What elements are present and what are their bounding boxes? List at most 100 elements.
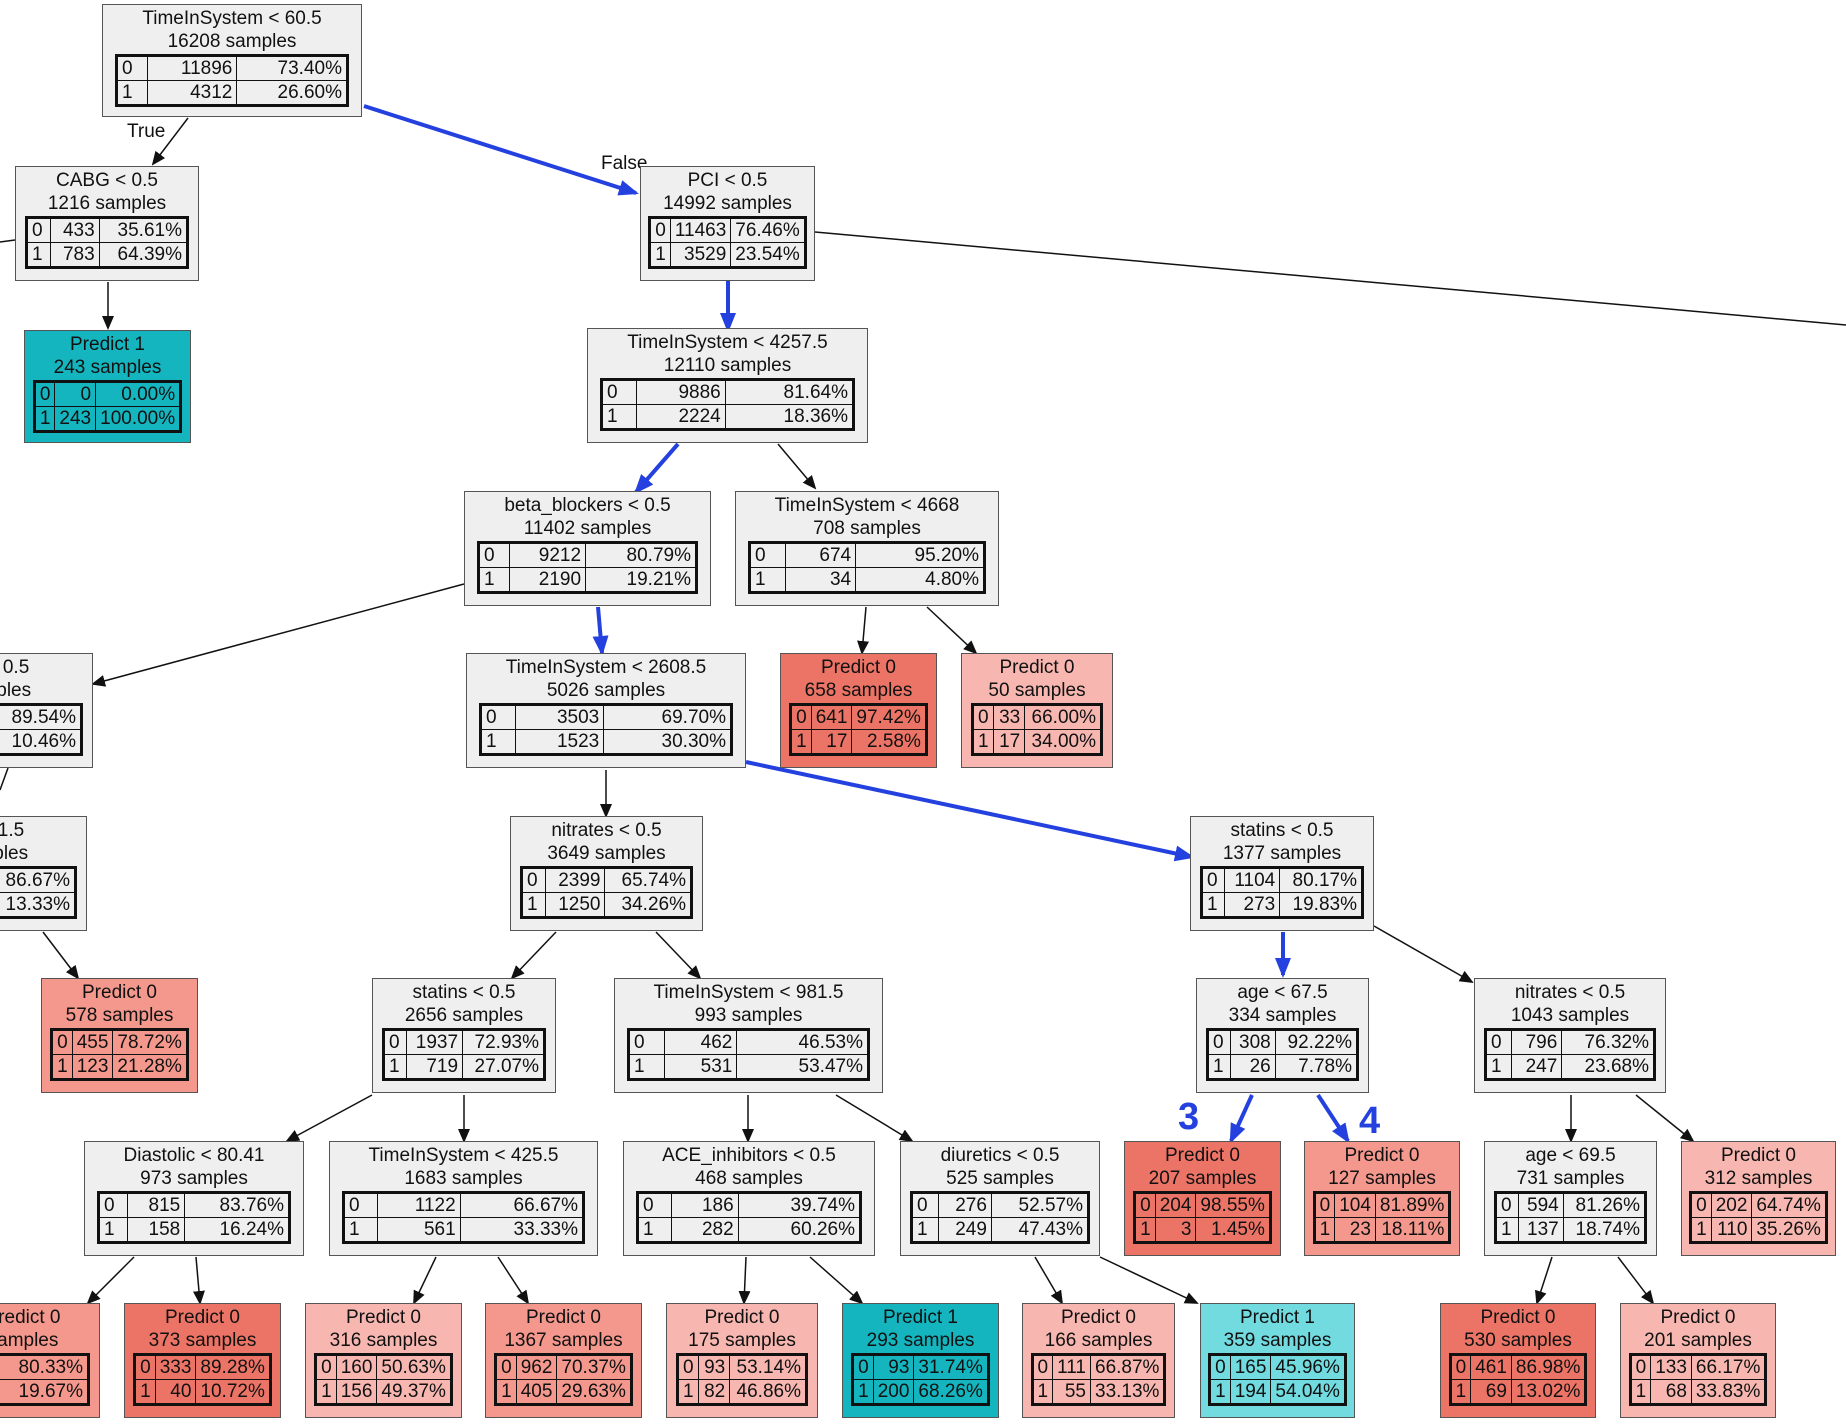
class-label-cell: 0 — [33, 381, 56, 407]
edge-n20-n29 — [192, 1256, 205, 1305]
class-label-cell: 0 — [134, 1354, 156, 1380]
count-cell: 0 — [54, 381, 97, 407]
percent-cell: 23.54% — [730, 242, 806, 268]
percent-cell: 47.43% — [990, 1217, 1090, 1243]
percent-cell: 10.46% — [0, 729, 83, 755]
class-label-cell: 1 — [134, 1379, 156, 1405]
percent-cell: 95.20% — [855, 542, 985, 568]
class-row: 89.54% — [0, 704, 83, 730]
count-cell: 158 — [126, 1217, 186, 1243]
edge-label-true: True — [127, 121, 166, 142]
percent-cell: 54.04% — [1270, 1379, 1346, 1405]
percent-cell: 80.79% — [585, 542, 697, 568]
node-samples: 993 samples — [694, 1005, 803, 1026]
node-title: Predict 0 — [999, 657, 1075, 678]
percent-cell: 0.00% — [95, 381, 182, 407]
edge-n13-n16 — [510, 931, 557, 980]
node-samples: 243 samples — [53, 357, 162, 378]
node-samples: 1367 samples — [504, 1330, 623, 1351]
count-cell: 4312 — [146, 80, 238, 106]
count-cell: 2190 — [508, 567, 587, 593]
count-cell: 333 — [154, 1354, 197, 1380]
class-label-cell: 0 — [649, 217, 671, 243]
edge-label-false: False — [601, 153, 648, 174]
edge-n26-n36 — [1535, 1256, 1553, 1305]
highlight-edge-n18-n24 — [1229, 1094, 1254, 1144]
node-title: Predict 0 — [704, 1307, 780, 1328]
class-count-table: 280.33%819.67% — [0, 1353, 90, 1406]
count-cell: 9212 — [508, 542, 587, 568]
percent-cell: 7.78% — [1274, 1054, 1359, 1080]
class-label-cell: 0 — [342, 1192, 379, 1218]
class-row: 86.67% — [0, 867, 77, 893]
class-label-cell: 1 — [749, 567, 786, 593]
percent-cell: 72.93% — [462, 1029, 545, 1055]
class-label-cell: 1 — [478, 567, 510, 593]
class-label-cell: 0 — [1207, 1029, 1231, 1055]
node-samples: 166 samples — [1044, 1330, 1153, 1351]
node-title: Predict 0 — [821, 657, 896, 678]
edge-n13-n17 — [655, 931, 702, 980]
count-cell: 783 — [50, 242, 100, 268]
edge-n14-n19 — [1373, 925, 1474, 983]
node-title: beta_blockers < 0.5 — [504, 495, 671, 516]
class-count-table: 89.54%10.46% — [0, 703, 83, 756]
node-samples: 50 samples — [988, 680, 1086, 701]
count-cell: 123 — [71, 1054, 114, 1080]
count-cell: 23 — [1334, 1217, 1376, 1243]
node-title: TimeInSystem < 981.5 — [653, 982, 844, 1003]
class-label-cell: 0 — [479, 704, 517, 730]
percent-cell: 53.47% — [736, 1054, 869, 1080]
count-cell: 68 — [1650, 1379, 1692, 1405]
percent-cell: 92.22% — [1274, 1029, 1359, 1055]
node-title: Diastolic < 80.41 — [123, 1145, 265, 1166]
edge-n22-n32 — [738, 1256, 751, 1305]
class-label-cell: 1 — [911, 1217, 939, 1243]
percent-cell: 66.87% — [1089, 1354, 1166, 1380]
class-label-cell: 0 — [116, 55, 148, 81]
count-cell: 641 — [810, 704, 853, 730]
percent-cell: 66.17% — [1690, 1354, 1767, 1380]
class-row: 10.46% — [0, 729, 83, 755]
node-samples: 578 samples — [65, 1005, 174, 1026]
edge-n21-n30 — [413, 1256, 437, 1305]
node-samples: samples — [0, 1330, 59, 1351]
count-cell: 433 — [50, 217, 100, 243]
percent-cell: 19.83% — [1279, 892, 1363, 918]
class-label-cell: 1 — [1134, 1217, 1156, 1243]
node-title: Predict 0 — [165, 1307, 240, 1328]
node-samples: 3649 samples — [547, 843, 666, 864]
count-cell: 1523 — [515, 729, 605, 755]
node-samples: 731 samples — [1516, 1168, 1625, 1189]
